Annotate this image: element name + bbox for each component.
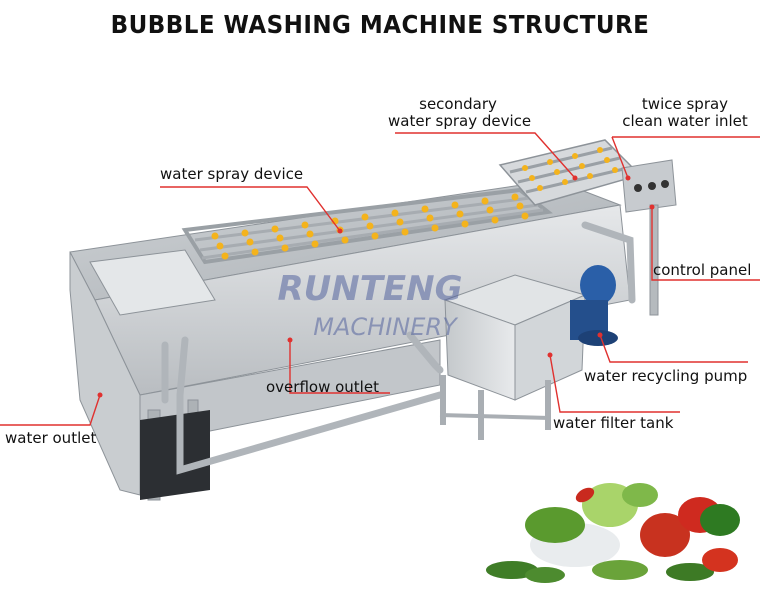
label-water-filter-tank: water filter tank (553, 414, 674, 432)
label-twice-spray-line1: twice spray (641, 95, 729, 113)
label-overflow-outlet: overflow outlet (266, 378, 379, 396)
label-water-outlet: water outlet (5, 429, 97, 447)
label-twice-spray: twice spray clean water inlet (615, 96, 755, 130)
label-secondary-spray: secondary water spray device (388, 95, 532, 130)
label-twice-spray-line2: clean water inlet (622, 112, 748, 130)
watermark: RUNTENG MACHINERY (277, 269, 462, 341)
leader-dots (97, 175, 655, 398)
label-secondary-spray-line2: water spray device (388, 112, 532, 130)
control-box (621, 159, 677, 316)
nozzles (211, 147, 618, 260)
label-control-panel: control panel (653, 261, 752, 279)
label-water-spray-device: water spray device (160, 165, 304, 183)
vegetables-decoration (486, 483, 740, 583)
label-water-recycling-pump: water recycling pump (584, 367, 748, 385)
watermark-line2: MACHINERY (313, 313, 459, 341)
leader-lines (0, 132, 760, 426)
watermark-line1: RUNTENG (277, 269, 462, 309)
label-secondary-spray-line1: secondary (419, 95, 497, 113)
piping (161, 221, 636, 475)
diagram-title: BUBBLE WASHING MACHINE STRUCTURE (110, 10, 650, 39)
